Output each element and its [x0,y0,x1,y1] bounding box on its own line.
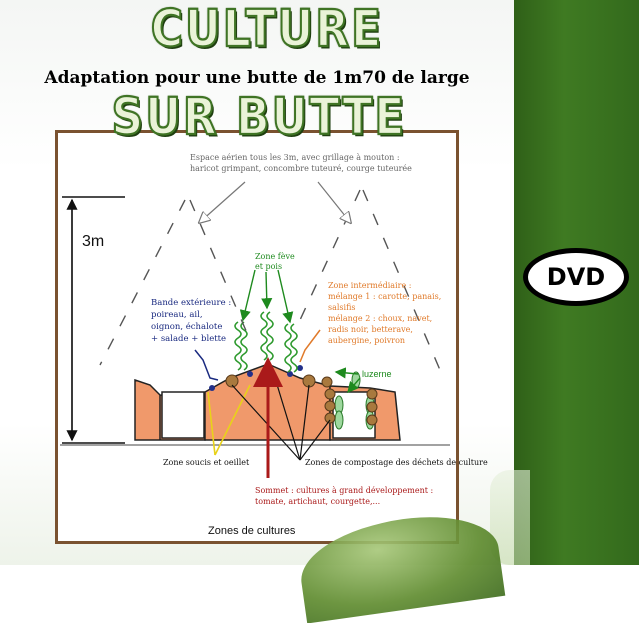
dvd-label: DVD [546,263,606,291]
left-trench [161,391,205,439]
luzerne-arrows [334,367,361,394]
mid-zone-label-5: radis noir, betterave, [328,325,413,334]
outer-band-label-2: poireau, ail, [151,310,203,320]
diagram-frame [55,130,459,544]
aerial-label-line-2: haricot grimpant, concombre tuteuré, cou… [190,164,412,173]
footer-label: Zones de cultures [208,525,296,537]
outer-band-pointer [194,349,219,381]
soucis-pointers [207,384,251,456]
feve-label-line-1: Zone fève [255,252,295,261]
mid-zone-label-3: salsifis [328,303,356,312]
title-sur-butte: SUR BUTTE [111,87,407,148]
compost-balls [225,374,378,426]
luzerne-label: luzerne [362,369,392,379]
soucis-label: Zone soucis et oeillet [163,458,250,467]
outer-band-label-3: oignon, échalote [151,321,222,332]
mid-zone-label-2: mélange 1 : carotte, panais, [328,292,441,301]
subtitle: Adaptation pour une butte de 1m70 de lar… [44,68,470,88]
feve-label-line-2: et pois [255,262,282,271]
bean-coils [234,311,298,373]
feve-arrows [239,269,294,324]
title-culture: CULTURE [150,0,384,60]
aerial-label-line-1: Espace aérien tous les 3m, avec grillage… [190,153,400,162]
outer-band-label-1: Bande extérieure : [151,297,231,308]
blue-dots [209,365,303,391]
raised-bed-diagram: Espace aérien tous les 3m, avec grillage… [60,153,488,537]
dvd-badge: DVD [523,248,629,306]
compost-pointers [231,377,331,461]
mid-zone-pointer [299,329,321,363]
mid-zone-label-4: mélange 2 : choux, navet, [328,314,432,323]
trellis-dashes [99,189,441,371]
aerial-arrows [200,181,350,222]
mid-zone-label-6: aubergine, poivron [328,336,405,345]
height-label: 3m [82,233,104,250]
height-dimension [62,196,125,444]
sommet-label-2: tomate, artichaut, courgette,... [255,497,380,506]
sommet-label-1: Sommet : cultures à grand développement … [255,486,433,495]
compost-label: Zones de compostage des déchets de cultu… [305,458,488,467]
mid-zone-label-1: Zone intermédiaire : [328,281,411,290]
outer-band-label-4: + salade + blette [151,334,226,344]
